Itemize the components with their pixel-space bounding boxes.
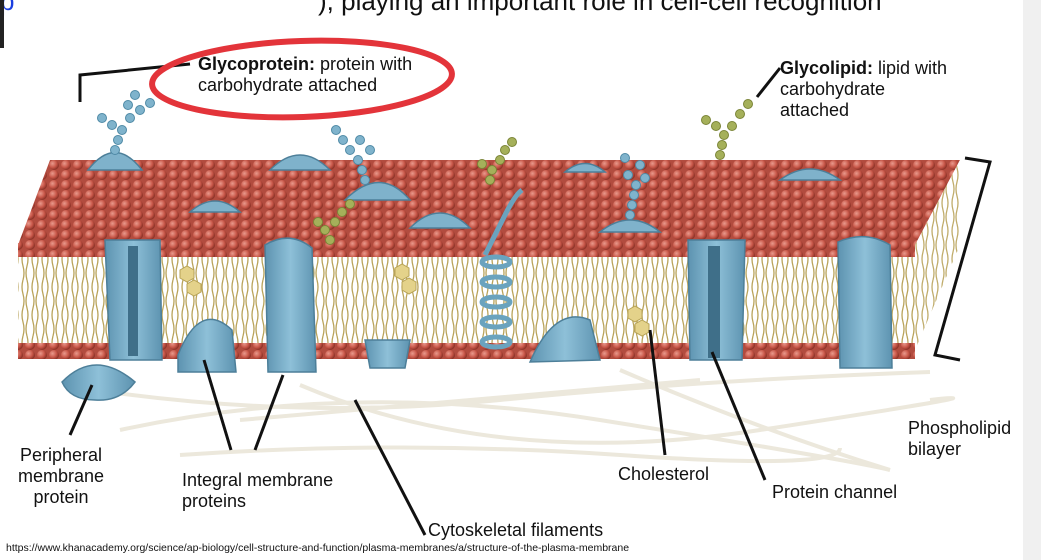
glycolipid-desc-2: carbohydrate <box>780 79 886 99</box>
peripheral-line-1: Peripheral <box>20 445 103 465</box>
carbohydrate-green-chains <box>313 99 753 245</box>
filament <box>94 370 931 410</box>
bilayer-top-surface <box>18 160 960 245</box>
filament <box>239 378 701 422</box>
integral-line-2: proteins <box>182 491 247 511</box>
integral-proteins <box>104 236 893 373</box>
peripheral-leader <box>68 384 94 436</box>
phospholipid-bilayer-label: Phospholipid bilayer <box>908 418 1011 460</box>
protein-dome <box>777 168 843 181</box>
carbohydrate-blue-chains <box>97 90 650 220</box>
integral-leader-2 <box>253 374 285 451</box>
helical-protein <box>479 187 524 350</box>
protein-dome <box>343 181 412 201</box>
protein-dome <box>597 219 663 233</box>
filament <box>299 383 955 445</box>
source-caption: https://www.khanacademy.org/science/ap-b… <box>6 542 630 554</box>
filament <box>179 445 842 464</box>
integral-protein <box>528 316 601 363</box>
bilayer-bracket <box>933 156 992 362</box>
integral-protein <box>264 237 317 373</box>
integral-protein <box>837 236 893 369</box>
channel-leader <box>710 351 767 481</box>
bilayer-side-face <box>915 160 960 350</box>
glycoprotein-desc-2: carbohydrate attached <box>198 75 378 95</box>
phospholipid-line-2: bilayer <box>908 439 962 459</box>
glycolipid-label: Glycolipid: lipid with carbohydrate atta… <box>780 58 947 121</box>
cytoskeletal-filaments <box>94 368 955 472</box>
leader-lines <box>68 67 782 536</box>
peripheral-line-3: protein <box>33 487 89 507</box>
protein-channel-label: Protein channel <box>772 482 898 502</box>
glycoprotein-leader <box>78 62 191 102</box>
protein-dome <box>268 154 332 171</box>
cholesterol-leader <box>648 329 667 456</box>
highlight-circle <box>149 37 455 121</box>
peripheral-line-2: membrane <box>18 466 105 486</box>
glycolipid-desc-3: attached <box>780 100 850 120</box>
lipid-tails <box>18 257 915 347</box>
integral-leader-1 <box>202 359 233 451</box>
integral-protein <box>177 318 237 373</box>
glycoprotein-term: Glycoprotein: <box>198 54 316 74</box>
cytoskeletal-label: Cytoskeletal filaments <box>428 520 604 540</box>
integral-protein <box>364 339 411 369</box>
glycoprotein-label: Glycoprotein: protein with carbohydrate … <box>198 54 412 96</box>
header-black-text: ), playing an important role in cell-cel… <box>318 0 882 16</box>
protein-dome <box>408 212 472 229</box>
glycolipid-term: Glycolipid: <box>780 58 874 78</box>
glycolipid-desc-1: lipid with <box>878 58 948 78</box>
peripheral-protein-label: Peripheral membrane protein <box>18 445 104 508</box>
integral-proteins-label: Integral membrane proteins <box>182 470 333 512</box>
left-edge-bar <box>0 0 4 48</box>
cholesterol-label: Cholesterol <box>618 464 710 484</box>
protein-dome <box>562 162 608 173</box>
scrollbar-track[interactable] <box>1023 0 1041 560</box>
protein-dome <box>188 200 242 213</box>
glycolipid-leader <box>755 67 782 98</box>
phospholipid-line-1: Phospholipid <box>908 418 1012 438</box>
glycoprotein-dome <box>86 151 144 171</box>
filament <box>119 400 891 472</box>
integral-line-1: Integral membrane <box>182 470 334 490</box>
surface-proteins <box>86 151 843 233</box>
cholesterol-molecules <box>179 263 650 337</box>
peripheral-protein <box>61 364 137 401</box>
cytoskeletal-leader <box>353 399 427 536</box>
glycoprotein-desc-1: protein with <box>320 54 413 74</box>
